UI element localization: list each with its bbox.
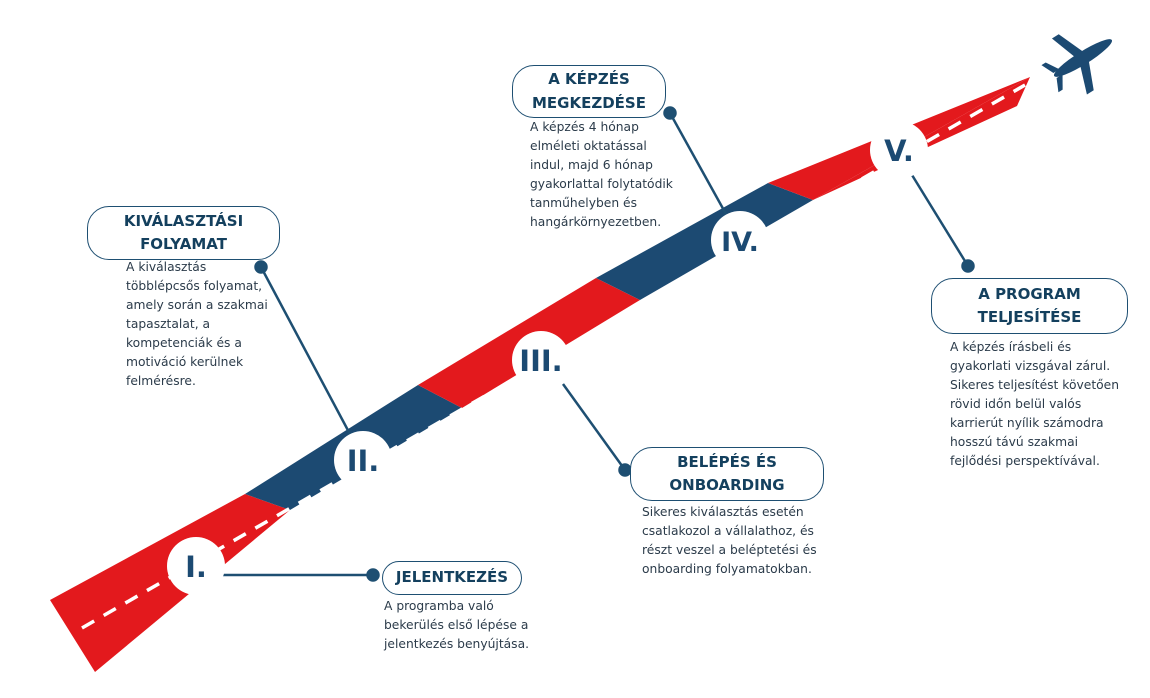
airplane-icon [1041, 34, 1113, 95]
connector-dot-step-5 [961, 259, 975, 273]
step-5-description: A képzés írásbeli és gyakorlati vizsgáva… [950, 338, 1119, 471]
step-2-desc-line: motiváció kerülnek [126, 355, 244, 369]
step-5-desc-line: karrierút nyílik számodra [950, 416, 1104, 430]
step-1-description: A programba való bekerülés első lépése a… [384, 597, 529, 654]
step-2-desc-line: amely során a szakmai [126, 298, 268, 312]
step-2-desc-line: tapasztalat, a [126, 317, 211, 331]
connector-dot-step-4 [663, 106, 677, 120]
step-4-circle [711, 211, 769, 269]
step-4-title-line-1: A KÉPZÉS [548, 70, 630, 89]
road-segment-1 [50, 494, 290, 672]
step-5-desc-line: fejlődési perspektívával. [950, 454, 1100, 468]
step-5-numeral: V. [884, 134, 914, 168]
step-2-description: A kiválasztás többlépcsős folyamat, amel… [126, 258, 268, 391]
step-1-numeral: I. [185, 550, 207, 584]
step-3-desc-line: részt veszel a beléptetési és [642, 543, 817, 557]
step-3-desc-line: csatlakozol a vállalathoz, és [642, 524, 814, 538]
connector-step-2 [259, 266, 353, 437]
step-2-title-line-1: KIVÁLASZTÁSI [123, 211, 244, 230]
step-3-description: Sikeres kiválasztás esetén csatlakozol a… [642, 503, 817, 579]
step-2-desc-line: felmérésre. [126, 374, 196, 388]
connector-dot-step-3 [618, 463, 632, 477]
step-5-title-line-2: TELJESÍTÉSE [977, 308, 1082, 326]
step-2-circle [334, 431, 392, 489]
connector-step-3 [561, 383, 627, 471]
step-4-desc-line: gyakorlattal folytatódik [530, 177, 673, 191]
step-4-title: A KÉPZÉS MEGKEZDÉSE [512, 65, 666, 118]
road-segment-4 [596, 183, 813, 300]
step-4-desc-line: A képzés 4 hónap [530, 120, 639, 134]
step-1-desc-line: jelentkezés benyújtása. [384, 637, 530, 651]
step-4-description: A képzés 4 hónap elméleti oktatással ind… [530, 118, 673, 232]
step-1-desc-line: bekerülés első lépése a [384, 618, 529, 632]
step-1-title: JELENTKEZÉS [382, 561, 522, 595]
step-5-title: A PROGRAM TELJESÍTÉSE [931, 278, 1128, 334]
step-2-desc-line: többlépcsős folyamat, [126, 279, 263, 293]
connector-step-4 [668, 112, 728, 215]
step-3-title-line-1: BELÉPÉS ÉS [677, 452, 777, 471]
step-5-desc-line: Sikeres teljesítést követően [950, 378, 1120, 392]
step-3-desc-line: onboarding folyamatokban. [642, 562, 812, 576]
step-4-desc-line: elméleti oktatással [530, 139, 647, 153]
step-1-circle [167, 537, 225, 595]
step-2-desc-line: kompetenciák és a [126, 336, 242, 350]
step-3-circle [512, 331, 570, 389]
step-4-desc-line: hangárkörnyezetben. [530, 215, 662, 229]
step-1-desc-line: A programba való [384, 599, 494, 613]
step-5-desc-line: gyakorlati vizsgával zárul. [950, 359, 1111, 373]
connector-step-5 [910, 174, 970, 267]
step-2-title: KIVÁLASZTÁSI FOLYAMAT [87, 206, 280, 260]
step-2-numeral: II. [347, 444, 380, 478]
step-4-numeral: IV. [721, 227, 759, 258]
step-3-title: BELÉPÉS ÉS ONBOARDING [630, 447, 824, 501]
step-2-desc-line: A kiválasztás [126, 260, 207, 274]
step-3-numeral: III. [519, 344, 562, 378]
connector-dot-step-1 [366, 568, 380, 582]
step-4-desc-line: indul, majd 6 hónap [530, 158, 653, 172]
connector-dot-step-2 [254, 260, 268, 274]
step-4-desc-line: tanműhelyben és [530, 196, 638, 210]
step-3-title-line-2: ONBOARDING [669, 476, 785, 494]
step-5-desc-line: hosszú távú szakmai [950, 435, 1079, 449]
step-5-title-line-1: A PROGRAM [978, 284, 1081, 303]
step-2-title-line-2: FOLYAMAT [140, 235, 227, 253]
step-1-title-line-1: JELENTKEZÉS [395, 568, 509, 587]
step-5-desc-line: A képzés írásbeli és [950, 340, 1072, 354]
step-3-desc-line: Sikeres kiválasztás esetén [642, 505, 804, 519]
step-5-desc-line: rövid időn belül valós [950, 397, 1082, 411]
step-5-circle [870, 121, 928, 179]
road-centerline [81, 83, 1026, 630]
step-4-title-line-2: MEGKEZDÉSE [532, 93, 646, 112]
